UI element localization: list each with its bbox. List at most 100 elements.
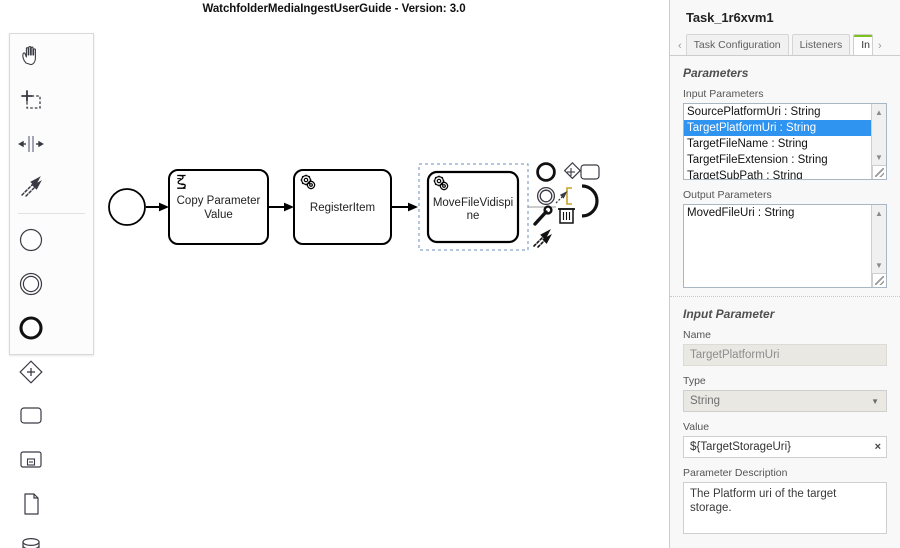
tab-listeners[interactable]: Listeners xyxy=(791,34,851,55)
input-parameter-section: Input Parameter Name Type String ▼ Value… xyxy=(670,297,900,540)
panel-body: Parameters Input Parameters SourcePlatfo… xyxy=(670,56,900,540)
end-event-icon xyxy=(17,314,45,342)
script-task-icon xyxy=(177,174,186,189)
append-end-event-icon[interactable] xyxy=(536,162,556,182)
input-parameters-scrollbar[interactable]: ▲ ▼ xyxy=(871,104,886,179)
resize-grip[interactable] xyxy=(872,165,886,179)
sequence-flow-2[interactable] xyxy=(268,202,294,212)
hand-icon xyxy=(18,43,44,69)
input-parameter-section-title: Input Parameter xyxy=(683,307,775,321)
task-label-register-item: RegisterItem xyxy=(310,202,375,214)
value-input[interactable] xyxy=(683,436,887,458)
service-task-icon xyxy=(433,175,449,191)
input-parameters-listbox[interactable]: SourcePlatformUri : String TargetPlatfor… xyxy=(683,103,887,180)
panel-title: Task_1r6xvm1 xyxy=(686,10,774,25)
intermediate-event-icon xyxy=(17,270,45,298)
subprocess-tool-button[interactable] xyxy=(10,438,52,482)
data-object-icon xyxy=(18,490,44,518)
context-pad[interactable] xyxy=(533,161,600,248)
lasso-icon xyxy=(18,87,44,113)
tab-scroll-right-button[interactable]: › xyxy=(878,40,882,52)
value-field-wrap: × xyxy=(683,436,887,458)
space-icon xyxy=(18,131,44,157)
output-parameters-items: MovedFileUri : String xyxy=(684,205,871,287)
chevron-down-icon: ▼ xyxy=(871,397,879,406)
append-intermediate-event-icon[interactable] xyxy=(536,186,556,206)
connect-icon[interactable] xyxy=(581,184,599,218)
output-parameters-scrollbar[interactable]: ▲ ▼ xyxy=(871,205,886,287)
scroll-down-icon[interactable]: ▼ xyxy=(875,152,883,162)
clear-value-icon[interactable]: × xyxy=(874,441,881,453)
gateway-tool-button[interactable] xyxy=(10,350,52,394)
intermediate-event-tool-button[interactable] xyxy=(10,262,52,306)
append-gateway-icon[interactable] xyxy=(563,161,582,180)
type-field-wrap: String ▼ xyxy=(683,390,887,412)
input-parameters-label: Input Parameters xyxy=(683,88,764,100)
change-type-wrench-icon[interactable] xyxy=(533,205,553,226)
svg-text:Value: Value xyxy=(204,209,233,221)
task-tool-button[interactable] xyxy=(10,394,52,438)
append-connect-arrow-icon[interactable] xyxy=(533,229,552,248)
task-register-item[interactable]: RegisterItem xyxy=(293,169,392,245)
list-item[interactable]: TargetSubPath : String xyxy=(687,170,803,179)
bpmn-diagram[interactable]: Copy Parameter Value xyxy=(0,0,668,548)
scroll-down-icon[interactable]: ▼ xyxy=(875,260,883,270)
append-task-icon[interactable] xyxy=(580,164,600,180)
start-event-shape[interactable] xyxy=(108,188,146,226)
subprocess-icon xyxy=(17,448,45,472)
parameter-description-label: Parameter Description xyxy=(683,467,788,479)
task-icon xyxy=(17,404,45,428)
space-tool-button[interactable] xyxy=(10,122,52,166)
task-label-move-file-vidispine: MoveFileVidispi xyxy=(433,197,513,209)
data-store-tool-button[interactable] xyxy=(10,526,52,548)
tab-task-configuration[interactable]: Task Configuration xyxy=(685,34,789,55)
type-select[interactable]: String ▼ xyxy=(683,390,887,412)
name-input[interactable] xyxy=(683,344,887,366)
scroll-up-icon[interactable]: ▲ xyxy=(875,208,883,218)
name-label: Name xyxy=(683,329,712,341)
tab-scroll-left-button[interactable]: ‹ xyxy=(678,40,682,52)
diagram-canvas[interactable]: WatchfolderMediaIngestUserGuide - Versio… xyxy=(0,0,668,548)
start-event-icon xyxy=(17,226,45,254)
palette[interactable] xyxy=(9,33,94,548)
scroll-up-icon[interactable]: ▲ xyxy=(875,107,883,117)
parameter-description-textarea[interactable]: The Platform uri of the target storage. xyxy=(683,482,887,534)
list-item[interactable]: TargetFileName : String xyxy=(687,138,808,150)
output-parameters-label: Output Parameters xyxy=(683,189,772,201)
diagram-title: WatchfolderMediaIngestUserGuide - Versio… xyxy=(202,3,466,15)
hand-tool-button[interactable] xyxy=(10,34,52,78)
sequence-flow-1[interactable] xyxy=(146,202,169,212)
list-item[interactable]: MovedFileUri : String xyxy=(687,207,795,219)
list-item[interactable]: SourcePlatformUri : String xyxy=(687,106,821,118)
end-event-tool-button[interactable] xyxy=(10,306,52,350)
properties-tabbar[interactable]: ‹ Task Configuration Listeners In › xyxy=(670,31,900,56)
list-item-selected[interactable]: TargetPlatformUri : String xyxy=(684,120,871,136)
svg-text:ne: ne xyxy=(467,210,480,222)
append-text-annotation-icon[interactable] xyxy=(555,187,572,205)
palette-group-tools xyxy=(10,34,93,210)
task-move-file-vidispine[interactable]: MoveFileVidispi ne xyxy=(418,163,529,251)
tab-input-output[interactable]: In xyxy=(853,34,874,55)
sequence-flow-3[interactable] xyxy=(391,202,418,212)
task-copy-parameter-value[interactable]: Copy Parameter Value xyxy=(168,169,269,245)
input-parameters-items: SourcePlatformUri : String TargetPlatfor… xyxy=(684,104,871,179)
data-object-tool-button[interactable] xyxy=(10,482,52,526)
list-item[interactable]: TargetFileExtension : String xyxy=(687,154,828,166)
global-connect-tool-button[interactable] xyxy=(10,166,52,210)
parameters-section-title: Parameters xyxy=(683,66,749,80)
resize-grip[interactable] xyxy=(872,273,886,287)
gateway-icon xyxy=(17,358,45,386)
output-parameters-listbox[interactable]: MovedFileUri : String ▲ ▼ xyxy=(683,204,887,288)
start-event-tool-button[interactable] xyxy=(10,218,52,262)
section-divider xyxy=(670,296,900,297)
lasso-tool-button[interactable] xyxy=(10,78,52,122)
service-task-icon xyxy=(300,174,316,190)
data-store-icon xyxy=(17,534,45,548)
value-label: Value xyxy=(683,421,710,433)
palette-separator xyxy=(18,213,85,214)
task-label-copy-parameter-value: Copy Parameter xyxy=(177,195,261,207)
type-label: Type xyxy=(683,375,706,387)
parameters-section: Parameters Input Parameters SourcePlatfo… xyxy=(670,56,900,294)
palette-group-elements xyxy=(10,218,93,548)
delete-trash-icon[interactable] xyxy=(558,208,575,224)
